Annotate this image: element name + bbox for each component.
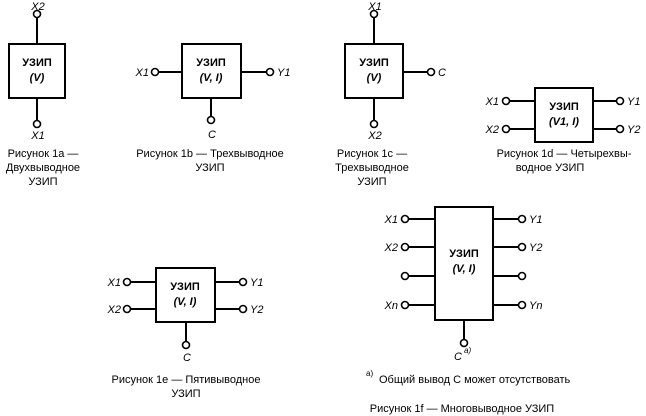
terminal-x1-1e	[122, 277, 132, 287]
spd-box-1a	[8, 43, 66, 99]
label-yn-1f: Yn	[529, 300, 542, 312]
terminal-c-1c	[426, 67, 436, 77]
label-x1-1c: X1	[367, 1, 381, 13]
caption-1e-line2: УЗИП	[171, 388, 200, 400]
terminal-x1-1a	[32, 119, 42, 129]
figure-1d: УЗИП (V1, I) X1 X2 Y1 Y2 Рисунок 1d — Че…	[485, 87, 640, 174]
terminal-blank-left-1f	[400, 271, 410, 281]
box-title-1f: УЗИП	[449, 248, 479, 260]
caption-1d-line1: Рисунок 1d — Четырехвы-	[497, 148, 632, 160]
label-c-1c: C	[438, 67, 446, 79]
terminal-yn-1f	[517, 300, 527, 310]
caption-1b-line2: УЗИП	[195, 162, 224, 174]
terminal-c-1f	[459, 338, 469, 348]
label-x1-1b: X1	[135, 67, 149, 79]
caption-1c-line2: Трехвыводное	[335, 162, 409, 174]
label-x1-1a: X1	[30, 130, 44, 142]
caption-1a-line3: УЗИП	[28, 176, 57, 188]
figure-1e: УЗИП (V, I) X1 X2 Y1 Y2 C Рисунок 1e — П…	[107, 267, 263, 400]
label-c-1e: C	[183, 352, 191, 364]
spd-box-1b	[181, 43, 242, 99]
terminal-c-1b	[206, 115, 216, 125]
label-y1-1b: Y1	[277, 67, 290, 79]
figure-1c: УЗИП (V) X1 X2 C Рисунок 1c — Трехвыводн…	[335, 1, 446, 188]
caption-1e-line1: Рисунок 1e — Пятивыводное	[111, 374, 260, 386]
box-title-1a: УЗИП	[22, 57, 52, 69]
caption-1a-line1: Рисунок 1a —	[8, 148, 79, 160]
terminal-y1-1b	[265, 67, 275, 77]
label-x2-1d: X2	[485, 124, 499, 136]
terminal-x2-1f	[400, 242, 410, 252]
figure-1a: УЗИП (V) X2 X1 Рисунок 1a — Двухвыводное…	[6, 1, 80, 188]
terminal-y1-1e	[238, 277, 248, 287]
caption-1b-line1: Рисунок 1b — Трехвыводное	[136, 148, 284, 160]
caption-1f-line1: Рисунок 1f — Многовыводное УЗИП	[370, 403, 554, 415]
terminal-x2-1a	[32, 9, 42, 19]
box-title-1c: УЗИП	[359, 57, 389, 69]
terminal-x2-1c	[369, 119, 379, 129]
label-x2-1c: X2	[367, 130, 381, 142]
box-title-1b: УЗИП	[196, 57, 226, 69]
terminal-c-1e	[181, 340, 191, 350]
footnote-1f: Общий вывод С может отсутствовать	[379, 374, 571, 386]
terminal-x1-1b	[150, 67, 160, 77]
terminal-y2-1e	[238, 304, 248, 314]
terminal-x1-1d	[501, 96, 511, 106]
label-y2-1e: Y2	[250, 304, 263, 316]
caption-1d-line2: водное УЗИП	[516, 162, 585, 174]
label-x2-1f: X2	[384, 242, 398, 254]
label-y2-1d: Y2	[627, 124, 640, 136]
terminal-xn-1f	[400, 300, 410, 310]
box-sub-1f: (V, I)	[453, 263, 476, 275]
label-xn-1f: Xn	[384, 300, 398, 312]
terminal-y2-1f	[517, 242, 527, 252]
box-sub-1b: (V, I)	[200, 72, 223, 84]
footnote-mark-1f: a)	[366, 369, 373, 378]
box-sub-1a: (V)	[30, 72, 45, 84]
box-sub-1e: (V, I)	[174, 296, 197, 308]
label-x1-1e: X1	[107, 277, 121, 289]
terminal-y1-1f	[517, 214, 527, 224]
box-sub-1d: (V1, I)	[549, 116, 579, 128]
box-title-1d: УЗИП	[549, 101, 579, 113]
caption-1a-line2: Двухвыводное	[6, 162, 80, 174]
label-x1-1d: X1	[485, 96, 499, 108]
label-x2-1e: X2	[107, 304, 121, 316]
terminal-x1-1f	[400, 214, 410, 224]
figure-1b: УЗИП (V, I) X1 Y1 C Рисунок 1b — Трехвыв…	[135, 43, 290, 174]
label-x1-1f: X1	[384, 214, 398, 226]
terminal-x2-1d	[501, 124, 511, 134]
box-title-1e: УЗИП	[170, 281, 200, 293]
terminal-x1-1c	[369, 9, 379, 19]
label-x2-1a: X2	[30, 1, 44, 13]
box-sub-1c: (V)	[367, 72, 382, 84]
caption-1c-line3: УЗИП	[357, 176, 386, 188]
terminal-blank-right-1f	[517, 271, 527, 281]
caption-1c-line1: Рисунок 1c —	[337, 148, 407, 160]
label-y1-1e: Y1	[250, 277, 263, 289]
figure-1f: УЗИП (V, I) X1 X2 Xn Y1 Y2 Yn C a) a) Об…	[366, 206, 571, 415]
spd-box-1e	[155, 267, 216, 323]
spd-box-1d	[534, 87, 594, 143]
spd-box-1f	[434, 206, 494, 321]
label-y1-1f: Y1	[529, 214, 542, 226]
terminal-y2-1d	[615, 124, 625, 134]
label-y1-1d: Y1	[627, 96, 640, 108]
label-c-sup-1f: a)	[464, 346, 471, 355]
label-c-1b: C	[208, 129, 216, 141]
terminal-x2-1e	[122, 304, 132, 314]
label-c-1f: C	[454, 351, 462, 363]
terminal-y1-1d	[615, 96, 625, 106]
spd-box-1c	[344, 43, 404, 99]
label-y2-1f: Y2	[529, 242, 542, 254]
